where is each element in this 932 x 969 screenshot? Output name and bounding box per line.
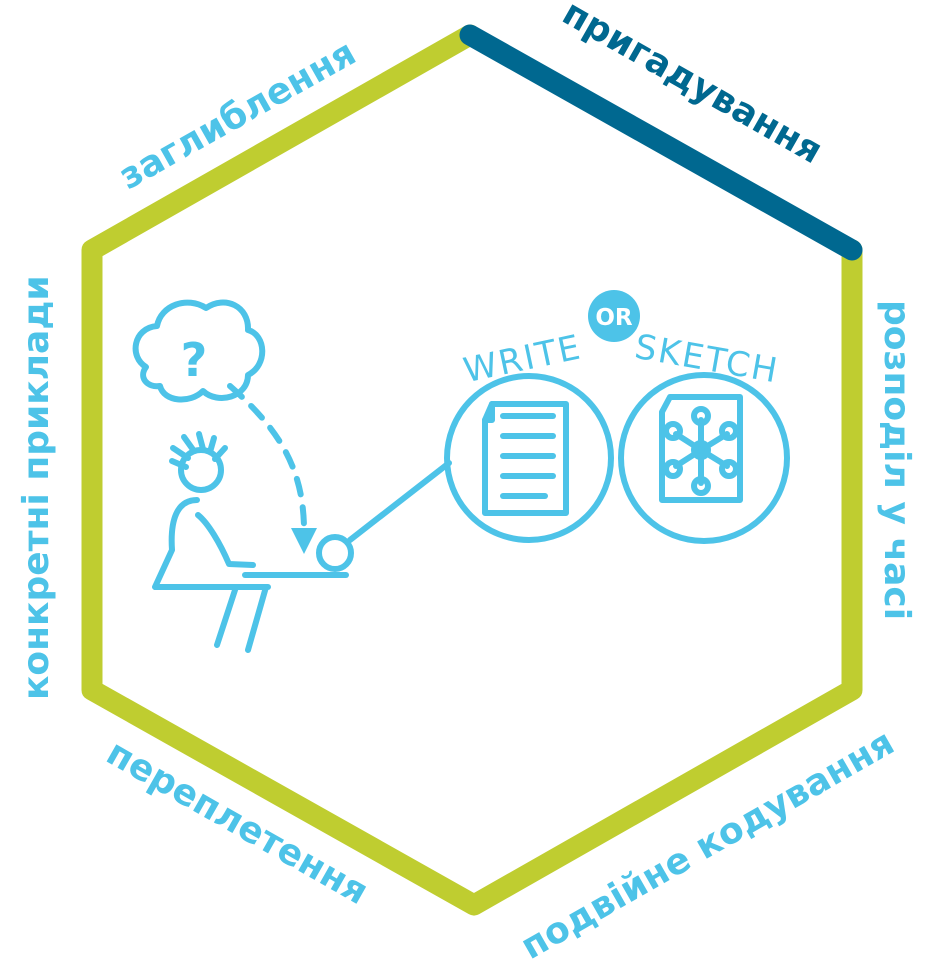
or-badge-label: OR [595,305,633,331]
label-spacing: розподіл у часі [876,300,917,620]
hexagon-highlight-edge [459,24,863,261]
hexagon-frame [81,24,863,916]
write-sketch-group [444,372,790,544]
hexagon-green-border [81,24,863,916]
or-badge [588,290,640,342]
person-arm [195,512,256,568]
thought-bubble-icon [132,299,266,403]
desk-node [316,534,354,572]
arrow-head-icon [291,528,317,554]
document-icon [482,401,569,516]
link-line [347,460,452,543]
retrieval-dashed-arc [227,383,308,538]
person-body [152,497,271,590]
label-retrieval: пригадування [556,0,830,172]
label-concrete-examples: конкретні приклади [16,275,57,700]
person-hair [169,431,228,470]
sketch-paper-icon [659,394,743,503]
sketch-label: SKETCH [632,327,782,392]
person-legs [213,584,269,653]
sketch-circle [618,372,790,544]
write-label: WRITE [460,327,585,391]
question-mark: ? [181,333,208,387]
thinking-person-icon [132,299,452,653]
mind-map-icon [663,406,739,496]
write-circle [444,373,614,543]
